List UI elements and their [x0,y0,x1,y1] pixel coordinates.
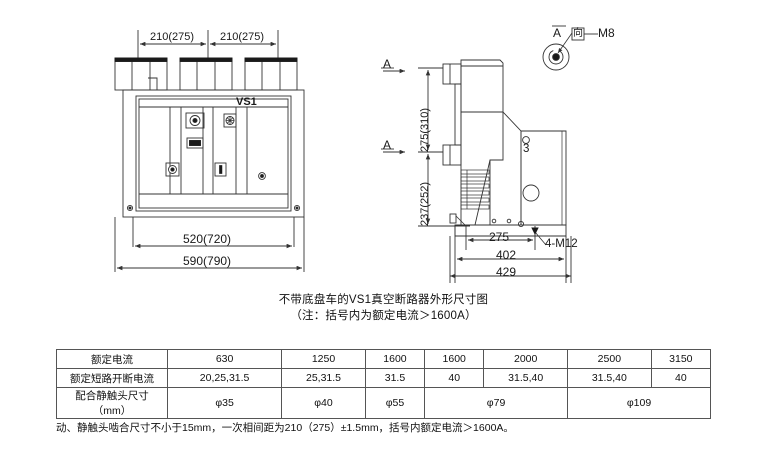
side-horizontal-dimensions [449,226,572,283]
table-cell: φ109 [567,387,711,419]
dim-label-outer-width: 590(790) [183,254,232,268]
side-vertical-dimensions [418,67,470,227]
detail-view-label-a: A [553,26,562,40]
table-cell: 40 [650,368,712,388]
section-label-a-top: A [383,57,392,71]
dim-label-depth-275: 275 [489,230,510,244]
table-footnote: 动、静触头啮合尺寸不小于15mm，一次相间距为210（275）±1.5mm，括号… [56,422,514,434]
table-cell: 1600 [364,349,426,369]
table-cell: 31.5,40 [483,368,569,388]
section-arrows [383,68,405,155]
side-view-body [442,59,567,237]
dim-label-height-bottom: 237(252) [419,181,431,226]
table-cell: φ55 [364,387,426,419]
table-cell: 25,31.5 [281,368,366,388]
detail-view-a [542,27,598,71]
front-view-controls [165,112,266,180]
section-label-a-bottom: A [383,138,392,152]
front-view-bushings [114,57,298,91]
dim-label-top-left: 210(275) [150,31,195,43]
dim-label-top-right: 210(275) [220,31,265,43]
table-row-header: 额定电流 [56,349,168,369]
table-cell: 1600 [424,349,485,369]
detail-view-direction-label: 向 [573,28,583,39]
table-cell: 40 [424,368,485,388]
table-row-header: 配合静触头尺寸（mm） [56,387,168,419]
figure-caption: 不带底盘车的VS1真空断路器外形尺寸图 （注：括号内为额定电流＞1600A） [0,292,767,324]
caption-line-2: （注：括号内为额定电流＞1600A） [290,310,477,322]
dim-label-depth-429: 429 [496,265,517,279]
table-cell: 2500 [567,349,652,369]
front-bottom-dimension-lines [114,217,305,272]
table-cell: φ79 [424,387,569,419]
table-row-header: 额定短路开断电流 [56,368,168,388]
front-top-dimension-lines [137,30,279,58]
part-number-label-3: 3 [523,143,530,155]
table-cell: 31.5,40 [567,368,652,388]
table-cell: 1250 [281,349,366,369]
device-model-label: VS1 [236,96,257,108]
caption-line-1: 不带底盘车的VS1真空断路器外形尺寸图 [278,294,489,306]
table-cell: 31.5 [364,368,426,388]
dim-label-inner-width: 520(720) [183,232,232,246]
bolt-callout-4-m12: 4-M12 [545,238,578,250]
table-cell: φ40 [281,387,366,419]
table-cell: 630 [166,349,283,369]
dim-label-depth-402: 402 [496,248,517,262]
table-cell: φ35 [166,387,283,419]
table-cell: 3150 [650,349,712,369]
table-cell: 20,25,31.5 [166,368,283,388]
table-cell: 2000 [483,349,569,369]
dim-label-height-top: 275(310) [419,107,431,152]
thread-callout-m8: M8 [598,26,615,40]
front-view-body [122,89,305,218]
